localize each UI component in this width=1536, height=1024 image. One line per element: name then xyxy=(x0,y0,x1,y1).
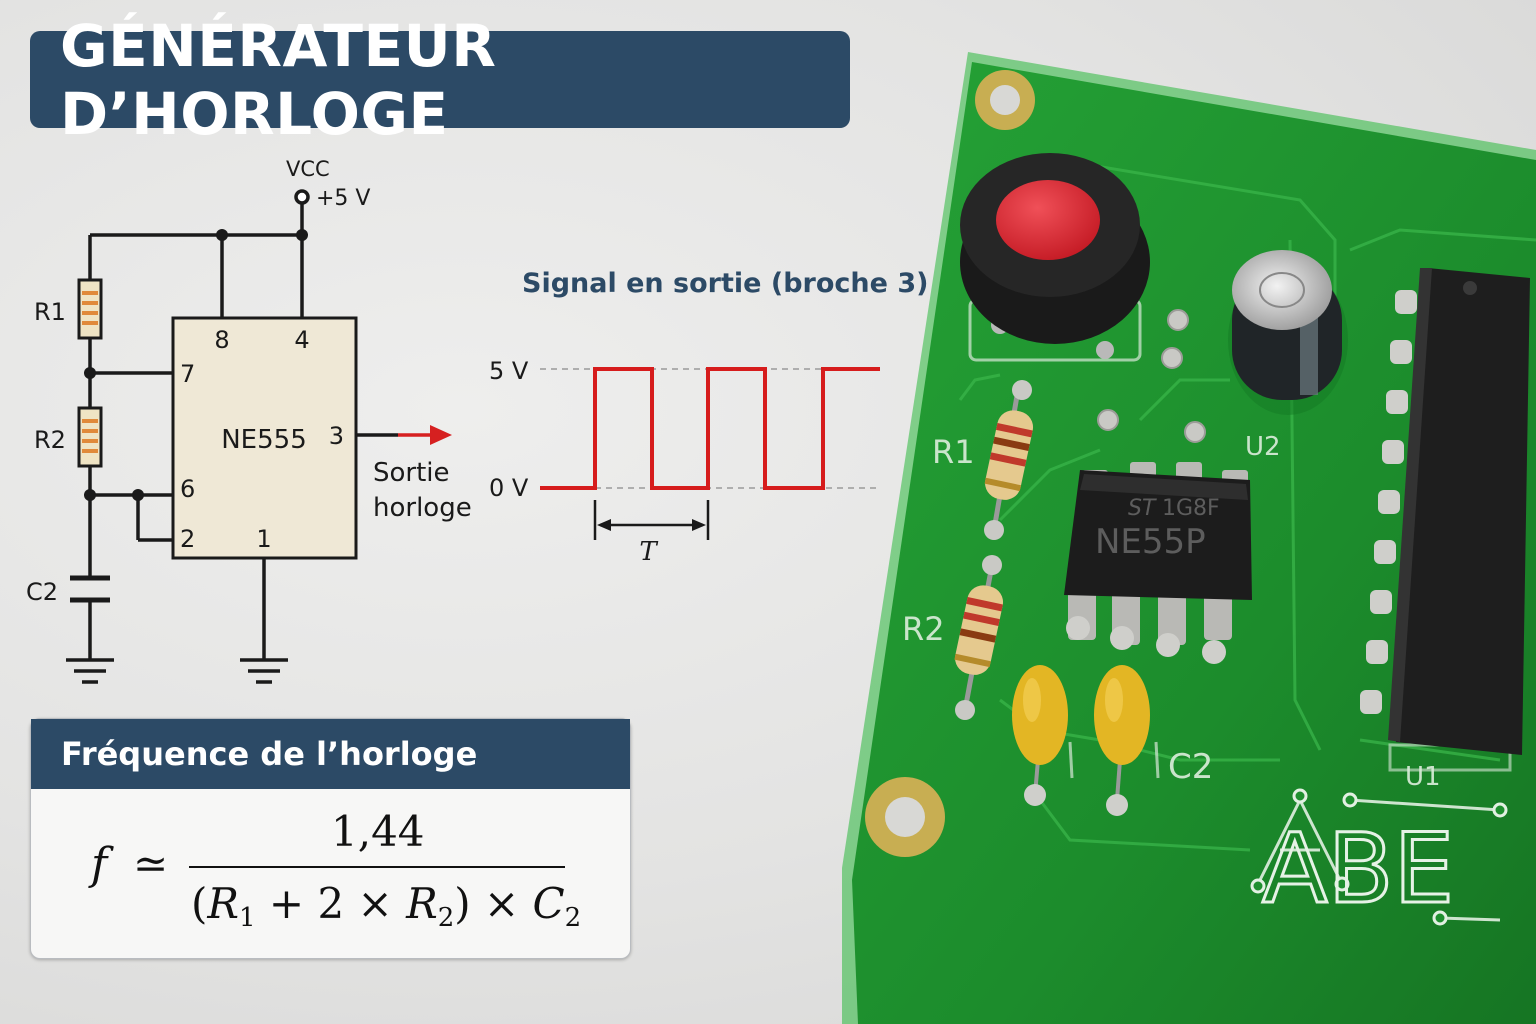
pin-3-label: 3 xyxy=(329,422,344,450)
pcb-traces xyxy=(958,158,1536,852)
high-level-label: 5 V xyxy=(489,357,529,385)
schematic-wires xyxy=(88,189,398,660)
pcb-label-r1: R1 xyxy=(932,433,975,471)
resistor-r1-symbol xyxy=(77,278,103,340)
waveform-title: Signal en sortie (broche 3) xyxy=(522,268,928,299)
pin-4-label: 4 xyxy=(294,326,309,354)
title-banner: GÉNÉRATEUR D’HORLOGE xyxy=(30,12,850,148)
vcc-label: VCC xyxy=(286,157,330,181)
period-arrow-left-icon xyxy=(597,519,611,531)
chip-name-label: NE555 xyxy=(221,425,307,455)
formula-fraction-bar xyxy=(189,866,565,868)
output-waveform: Signal en sortie (broche 3) 5 V 0 V T xyxy=(489,268,928,567)
mounting-hole-bottom xyxy=(865,777,945,857)
formula-frequency-symbol: f xyxy=(91,839,108,890)
formula-body: f ≃ 1,44 (R1 + 2 × R2) × C2 xyxy=(31,789,630,959)
page-title: GÉNÉRATEUR D’HORLOGE xyxy=(60,11,497,148)
formula-denominator: (R1 + 2 × R2) × C2 xyxy=(191,879,582,933)
pcb-label-u1: U1 xyxy=(1405,762,1441,792)
period-label: T xyxy=(639,537,658,567)
pin-6-label: 6 xyxy=(180,475,195,503)
period-marker xyxy=(593,500,710,540)
chip-brand-marking: ST xyxy=(1128,496,1157,521)
square-wave-signal xyxy=(540,367,880,490)
pin-1-label: 1 xyxy=(256,525,271,553)
resistor-r2 xyxy=(954,555,1004,720)
chip-code-marking: 1G8F xyxy=(1162,496,1220,521)
push-button xyxy=(960,153,1150,362)
electrolytic-capacitor xyxy=(1228,250,1348,415)
pin-7-label: 7 xyxy=(180,360,195,388)
formula-numerator: 1,44 xyxy=(331,807,425,856)
r1-label: R1 xyxy=(34,298,66,326)
output-arrow-icon xyxy=(430,425,452,445)
formula-header: Fréquence de l’horloge xyxy=(31,719,630,789)
formula-card: Fréquence de l’horloge f ≃ 1,44 (R1 + 2 … xyxy=(30,718,631,959)
supply-voltage-label: +5 V xyxy=(316,186,370,211)
pcb-label-r2: R2 xyxy=(902,610,945,648)
ne555-schematic: VCC +5 V 8 4 7 6 2 1 3 NE555 R1 R2 C2 So… xyxy=(26,157,472,684)
pin-2-label: 2 xyxy=(180,525,195,553)
logo-text: ABE xyxy=(1262,813,1454,925)
period-arrow-right-icon xyxy=(692,519,706,531)
pcb-label-c2: C2 xyxy=(1168,747,1213,787)
ground-symbol-right xyxy=(240,658,288,684)
ceramic-capacitors xyxy=(1012,665,1160,816)
r2-label: R2 xyxy=(34,426,66,454)
pcb-label-u2: U2 xyxy=(1245,432,1281,462)
mounting-hole-top xyxy=(975,70,1035,130)
capacitor-c2-symbol xyxy=(70,575,110,603)
output-label-line-2: horloge xyxy=(373,493,472,523)
resistor-r1 xyxy=(984,380,1034,540)
c2-label: C2 xyxy=(26,578,58,606)
push-button-cap xyxy=(996,180,1100,260)
schematic-junctions xyxy=(84,229,308,501)
ground-symbol-left xyxy=(66,658,114,684)
output-label-line-1: Sortie xyxy=(373,458,450,488)
formula-approx-sign: ≃ xyxy=(133,839,169,888)
ne555-chip-package: ST 1G8F NE55P xyxy=(1064,462,1252,664)
pads-small xyxy=(1097,309,1206,443)
chip-part-marking: NE55P xyxy=(1095,522,1206,562)
low-level-label: 0 V xyxy=(489,474,529,502)
resistor-r2-symbol xyxy=(77,406,103,468)
dip-chip-u1 xyxy=(1360,268,1530,772)
ne555-chip-body xyxy=(171,316,358,560)
pin-8-label: 8 xyxy=(214,326,229,354)
abe-logo: ABE xyxy=(1250,788,1508,927)
